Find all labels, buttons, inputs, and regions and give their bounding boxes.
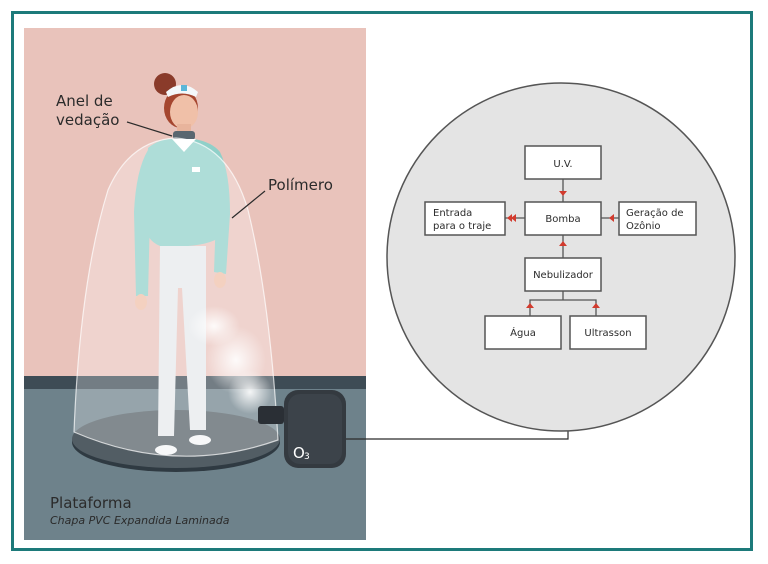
zoom-circle xyxy=(386,82,736,432)
ultrasound-box xyxy=(569,315,647,350)
suit-inlet-line1: Entrada xyxy=(433,208,472,219)
polymer-pointer xyxy=(231,190,266,219)
flow-diagram: U.V. Bomba Entrada para o traje Geração … xyxy=(386,82,736,432)
polymer-label: Polímero xyxy=(268,176,333,194)
arrow-nebulizer-up xyxy=(559,241,567,246)
arrow-ozone-left xyxy=(609,214,614,222)
flow-arrows xyxy=(507,191,614,308)
nebulizer-box xyxy=(524,257,602,292)
pump-box xyxy=(524,201,602,236)
ring-pointer xyxy=(126,121,173,137)
person-figure xyxy=(134,73,230,455)
water-label: Água xyxy=(510,326,536,339)
platform-label: Plataforma xyxy=(50,494,132,512)
ring-label-line2: vedação xyxy=(56,111,119,129)
arrow-uv-down xyxy=(559,191,567,196)
ozone-generation-line2: Ozônio xyxy=(626,220,660,232)
nebulizer-label: Nebulizador xyxy=(533,270,594,281)
arrow-water-up xyxy=(526,303,534,308)
device-o-label: O xyxy=(293,444,305,462)
platform-top xyxy=(72,410,280,468)
ring-label-line1: Anel de xyxy=(56,92,113,110)
ultrasound-label: Ultrasson xyxy=(584,328,631,339)
uv-label: U.V. xyxy=(553,159,572,170)
device-sub-label: 3 xyxy=(304,452,310,462)
ozone-generation-line1: Geração de xyxy=(626,208,684,219)
suit-inlet-box xyxy=(424,201,506,236)
water-box xyxy=(484,315,562,350)
scene-panel: O 3 Anel de vedação Polímero Plataforma … xyxy=(24,28,366,540)
ozone-device: O 3 xyxy=(258,390,346,468)
uv-box xyxy=(524,145,602,180)
arrow-ultrasound-up xyxy=(592,303,600,308)
suit-inlet-line2: para o traje xyxy=(433,221,491,232)
pump-label: Bomba xyxy=(545,214,580,225)
platform-material-label: Chapa PVC Expandida Laminada xyxy=(50,514,230,527)
arrow-inlet-double xyxy=(507,214,516,222)
